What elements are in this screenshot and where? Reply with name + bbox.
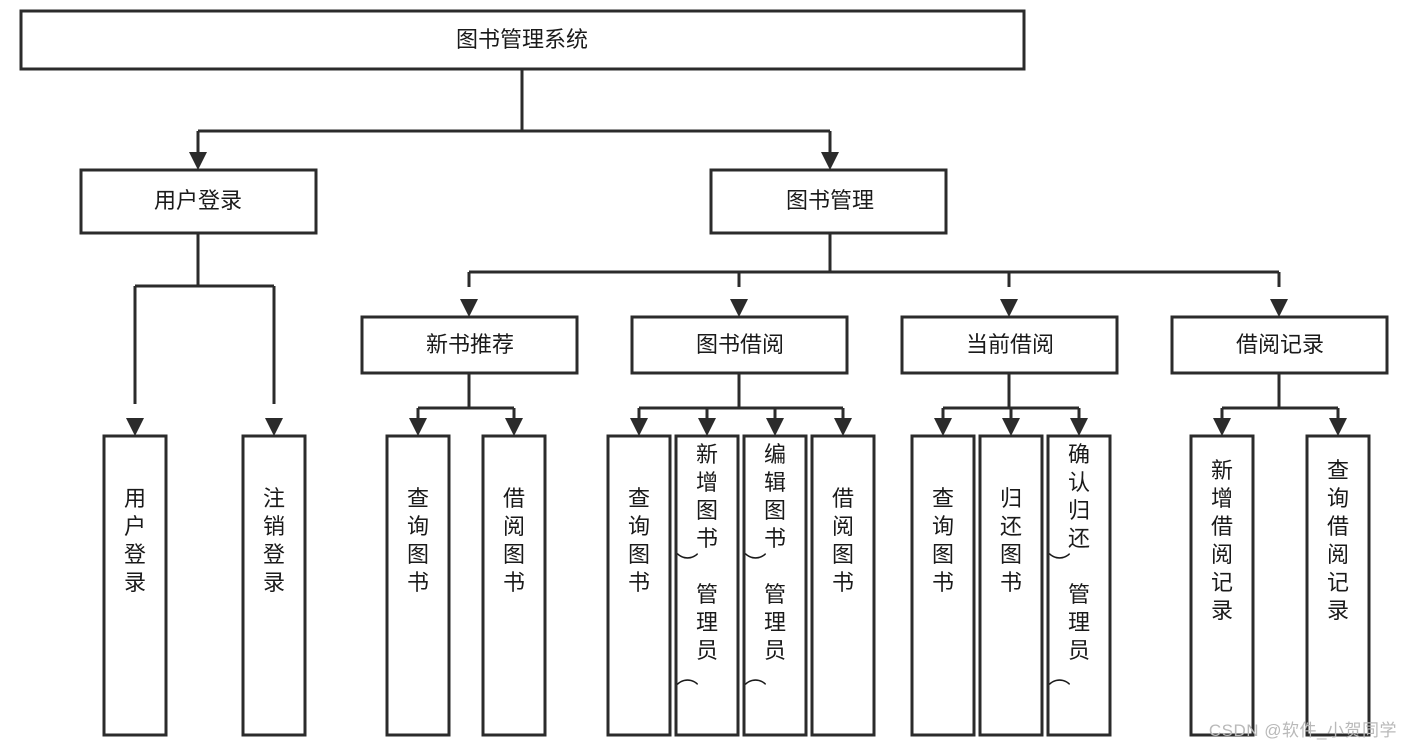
arrowhead-leaf-user-login xyxy=(126,418,144,436)
node-leaf-edit-book[interactable]: 编辑图书（管理员） xyxy=(742,434,808,737)
node-leaf-query-record-box[interactable] xyxy=(1305,434,1371,737)
node-leaf-add-book-label: 新增图书（管理员） xyxy=(676,442,718,686)
node-leaf-return-book-box[interactable] xyxy=(978,434,1044,737)
node-leaf-query-book-1[interactable]: 查询图书 xyxy=(385,434,451,737)
node-borrow-record[interactable]: 借阅记录 xyxy=(1170,315,1389,375)
node-leaf-borrow-book-1-label: 借阅图书 xyxy=(503,486,525,595)
node-leaf-add-record-box[interactable] xyxy=(1189,434,1255,737)
node-leaf-add-book[interactable]: 新增图书（管理员） xyxy=(674,434,740,737)
arrowhead-leaf-user-logout xyxy=(265,418,283,436)
node-new-book-recommend-box[interactable] xyxy=(360,315,579,375)
node-leaf-query-book-3-label: 查询图书 xyxy=(932,486,954,595)
node-leaf-add-record[interactable]: 新增借阅记录 xyxy=(1189,434,1255,737)
node-user-login[interactable]: 用户登录 xyxy=(79,168,318,235)
arrowhead-leaf-borrow-book-2 xyxy=(834,418,852,436)
node-book-management-box[interactable] xyxy=(709,168,948,235)
node-leaf-return-book-label: 归还图书 xyxy=(1000,486,1022,595)
node-current-borrow-label: 当前借阅 xyxy=(966,332,1054,357)
node-leaf-edit-book-box[interactable] xyxy=(742,434,808,737)
node-leaf-borrow-book-2[interactable]: 借阅图书 xyxy=(810,434,876,737)
arrowhead-leaf-borrow-book-1 xyxy=(505,418,523,436)
arrowhead-leaf-query-book-2 xyxy=(630,418,648,436)
node-leaf-borrow-book-1[interactable]: 借阅图书 xyxy=(481,434,547,737)
node-leaf-query-book-2-box[interactable] xyxy=(606,434,672,737)
arrowhead-leaf-query-book-1 xyxy=(409,418,427,436)
node-book-borrow-label: 图书借阅 xyxy=(696,332,784,357)
arrowhead-user-login xyxy=(189,152,207,170)
node-new-book-recommend-label: 新书推荐 xyxy=(426,332,514,357)
node-root-box[interactable] xyxy=(19,9,1026,71)
node-user-login-label: 用户登录 xyxy=(154,188,242,213)
arrowhead-current-borrow xyxy=(1000,299,1018,317)
node-book-borrow[interactable]: 图书借阅 xyxy=(630,315,849,375)
arrowhead-book-borrow xyxy=(730,299,748,317)
arrowhead-leaf-confirm-return xyxy=(1070,418,1088,436)
node-leaf-user-login-label: 用户登录 xyxy=(124,486,146,595)
node-leaf-return-book[interactable]: 归还图书 xyxy=(978,434,1044,737)
arrowhead-book-management xyxy=(821,152,839,170)
node-leaf-borrow-book-1-box[interactable] xyxy=(481,434,547,737)
node-leaf-query-book-3-box[interactable] xyxy=(910,434,976,737)
node-current-borrow-box[interactable] xyxy=(900,315,1119,375)
arrowhead-borrow-record xyxy=(1270,299,1288,317)
node-leaf-user-logout-label: 注销登录 xyxy=(263,486,285,595)
node-leaf-user-login[interactable]: 用户登录 xyxy=(102,434,168,737)
node-leaf-user-logout-box[interactable] xyxy=(241,434,307,737)
leaves-layer: 用户登录 注销登录 查询图书 借阅图书 查询图书 新增图书（管理员） xyxy=(102,434,1371,737)
node-book-management[interactable]: 图书管理 xyxy=(709,168,948,235)
arrowhead-leaf-query-record xyxy=(1329,418,1347,436)
node-leaf-add-record-label: 新增借阅记录 xyxy=(1211,458,1233,623)
node-book-management-label: 图书管理 xyxy=(786,188,874,213)
node-leaf-user-logout[interactable]: 注销登录 xyxy=(241,434,307,737)
node-current-borrow[interactable]: 当前借阅 xyxy=(900,315,1119,375)
node-leaf-query-book-3[interactable]: 查询图书 xyxy=(910,434,976,737)
node-leaf-query-book-1-label: 查询图书 xyxy=(407,486,429,595)
edges-layer xyxy=(126,69,1347,436)
node-leaf-query-record-label: 查询借阅记录 xyxy=(1327,458,1349,623)
node-leaf-confirm-return-label: 确认归还（管理员） xyxy=(1048,442,1090,686)
node-new-book-recommend[interactable]: 新书推荐 xyxy=(360,315,579,375)
node-root[interactable]: 图书管理系统 xyxy=(19,9,1026,71)
node-leaf-query-book-1-box[interactable] xyxy=(385,434,451,737)
node-book-borrow-box[interactable] xyxy=(630,315,849,375)
csdn-watermark: CSDN @软件_小贺同学 xyxy=(1208,721,1397,740)
arrowhead-leaf-edit-book xyxy=(766,418,784,436)
arrowhead-new-book-recommend xyxy=(460,299,478,317)
node-leaf-query-book-2[interactable]: 查询图书 xyxy=(606,434,672,737)
node-leaf-query-record[interactable]: 查询借阅记录 xyxy=(1305,434,1371,737)
arrowhead-leaf-add-book xyxy=(698,418,716,436)
node-leaf-add-book-box[interactable] xyxy=(674,434,740,737)
node-root-label: 图书管理系统 xyxy=(456,27,588,52)
node-leaf-user-login-box[interactable] xyxy=(102,434,168,737)
node-leaf-borrow-book-2-label: 借阅图书 xyxy=(832,486,854,595)
arrowhead-leaf-add-record xyxy=(1213,418,1231,436)
node-borrow-record-label: 借阅记录 xyxy=(1236,332,1324,357)
node-leaf-edit-book-label: 编辑图书（管理员） xyxy=(744,442,786,686)
node-leaf-query-book-2-label: 查询图书 xyxy=(628,486,650,595)
node-user-login-box[interactable] xyxy=(79,168,318,235)
arrowhead-leaf-return-book xyxy=(1002,418,1020,436)
arrowhead-leaf-query-book-3 xyxy=(934,418,952,436)
node-borrow-record-box[interactable] xyxy=(1170,315,1389,375)
node-leaf-confirm-return[interactable]: 确认归还（管理员） xyxy=(1046,434,1112,737)
node-leaf-borrow-book-2-box[interactable] xyxy=(810,434,876,737)
node-leaf-confirm-return-box[interactable] xyxy=(1046,434,1112,737)
